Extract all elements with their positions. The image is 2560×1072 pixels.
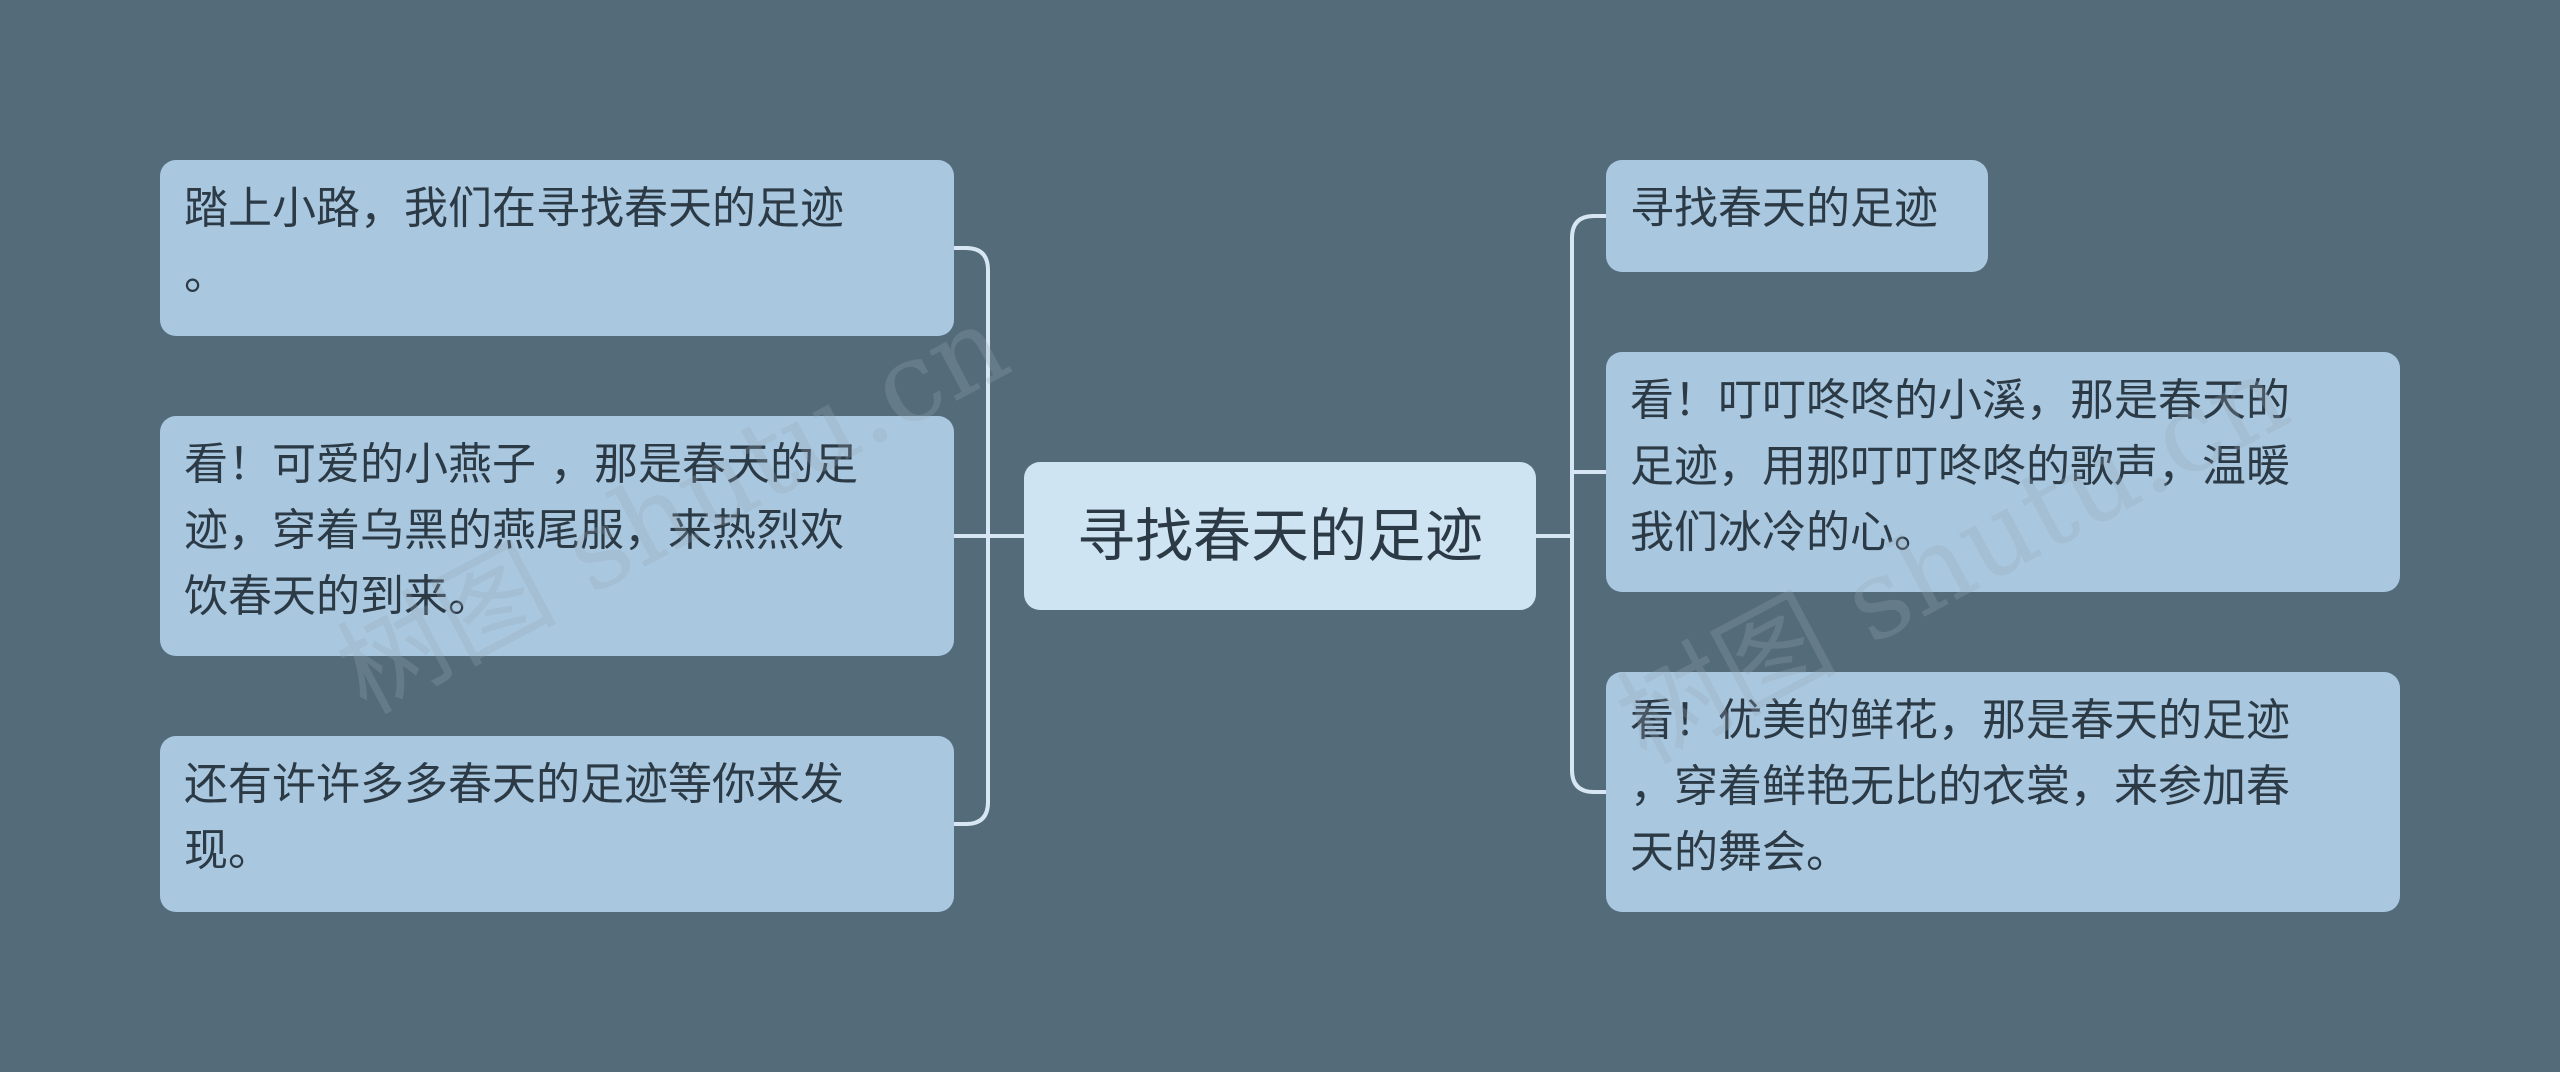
connector-right-bracket (1570, 214, 1606, 794)
right-branch-node-3[interactable]: 看！优美的鲜花，那是春天的足迹 ，穿着鲜艳无比的衣裳，来参加春 天的舞会。 (1606, 672, 2400, 912)
center-topic-node[interactable]: 寻找春天的足迹 (1024, 462, 1536, 610)
left-branch-node-3[interactable]: 还有许许多多春天的足迹等你来发 现。 (160, 736, 954, 912)
left-branch-node-2[interactable]: 看！可爱的小燕子 ，那是春天的足 迹，穿着乌黑的燕尾服，来热烈欢 饮春天的到来。 (160, 416, 954, 656)
left-branch-node-1[interactable]: 踏上小路，我们在寻找春天的足迹 。 (160, 160, 954, 336)
right-branch-node-2[interactable]: 看！叮叮咚咚的小溪，那是春天的 足迹，用那叮叮咚咚的歌声，温暖 我们冰冷的心。 (1606, 352, 2400, 592)
right-branch-node-1[interactable]: 寻找春天的足迹 (1606, 160, 1988, 272)
